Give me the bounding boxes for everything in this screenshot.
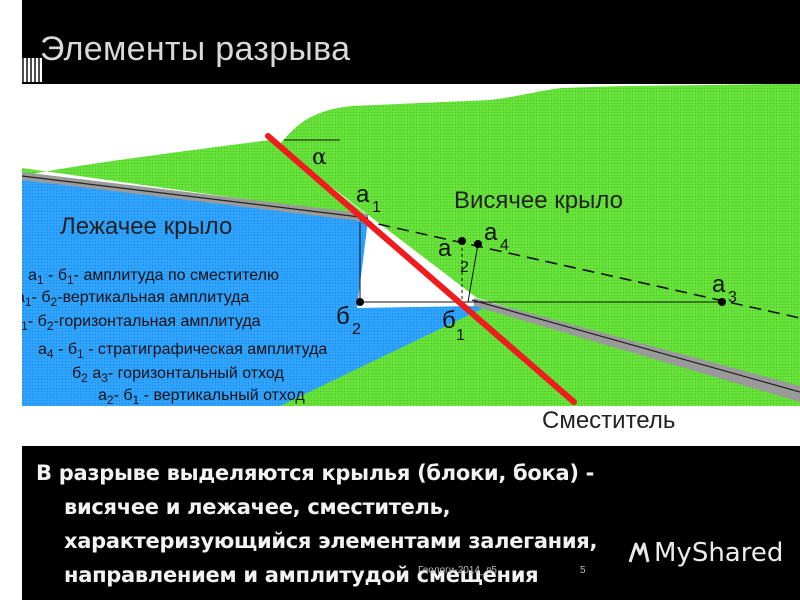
lying-wing-label: Лежачее крыло: [60, 213, 232, 240]
page-number: 5: [580, 565, 586, 576]
point-b2: [356, 298, 364, 306]
hanging-wing-block: [270, 84, 800, 384]
label-b1-sub: 1: [456, 327, 465, 344]
fault-diagram-svg: α Висячее крыло Лежачее крыло Сместитель…: [22, 84, 800, 434]
label-a3: а: [712, 271, 726, 298]
legend-row: а1- б2-вертикальная амплитуда: [22, 289, 250, 309]
label-a1-sub: 1: [372, 199, 381, 216]
hanging-wing-label: Висячее крыло: [454, 187, 623, 214]
legend-row: а1 - б1- амплитуда по сместителю: [28, 267, 279, 287]
legend-row: б2 а3- горизонтальный отход: [72, 365, 284, 385]
slide-left-margin: [0, 0, 22, 600]
label-a2-sub: 2: [460, 259, 469, 276]
decorative-stripes-icon: [20, 58, 42, 82]
label-b2-sub: 2: [352, 321, 361, 338]
legend-row: а2- б1 - вертикальный отход: [98, 387, 305, 407]
point-a2: [458, 237, 466, 245]
watermark-logo-icon: [628, 542, 650, 563]
fault-diagram: α Висячее крыло Лежачее крыло Сместитель…: [22, 84, 800, 446]
label-a4-sub: 4: [500, 237, 509, 254]
label-a3-sub: 3: [728, 289, 737, 306]
body-line: характеризующийся элементами залегания,: [64, 529, 598, 553]
label-b1: б: [442, 307, 456, 334]
lying-wing-upper-layer: [22, 140, 368, 216]
fault-line: [265, 133, 577, 405]
slide-body-text: В разрыве выделяются крылья (блоки, бока…: [36, 456, 676, 592]
legend-row: б1- б2-горизонтальная амплитуда: [22, 313, 261, 333]
label-a1: а: [356, 181, 370, 208]
watermark: MyShared: [654, 538, 784, 568]
point-a4: [474, 240, 482, 248]
lower-bed-layer: [280, 304, 800, 406]
label-b2: б: [336, 303, 350, 330]
line-a4-b1: [467, 243, 479, 303]
title-bar: [22, 0, 800, 84]
point-a3: [718, 298, 726, 306]
body-line: висячее и лежачее, сместитель,: [64, 495, 451, 519]
slide-footer: Геологи-2014_л5: [418, 565, 497, 576]
label-a2: а: [438, 235, 452, 262]
slide-title: Элементы разрыва: [40, 30, 351, 68]
angle-label: α: [312, 145, 327, 170]
label-a4: а: [484, 219, 498, 246]
body-line: В разрыве выделяются крылья (блоки, бока…: [36, 461, 595, 485]
body-line: направлением и амплитудой смещения: [64, 563, 539, 587]
legend-row: а4 - б1 - стратиграфическая амплитуда: [38, 341, 327, 361]
fault-label: Сместитель: [542, 407, 675, 434]
